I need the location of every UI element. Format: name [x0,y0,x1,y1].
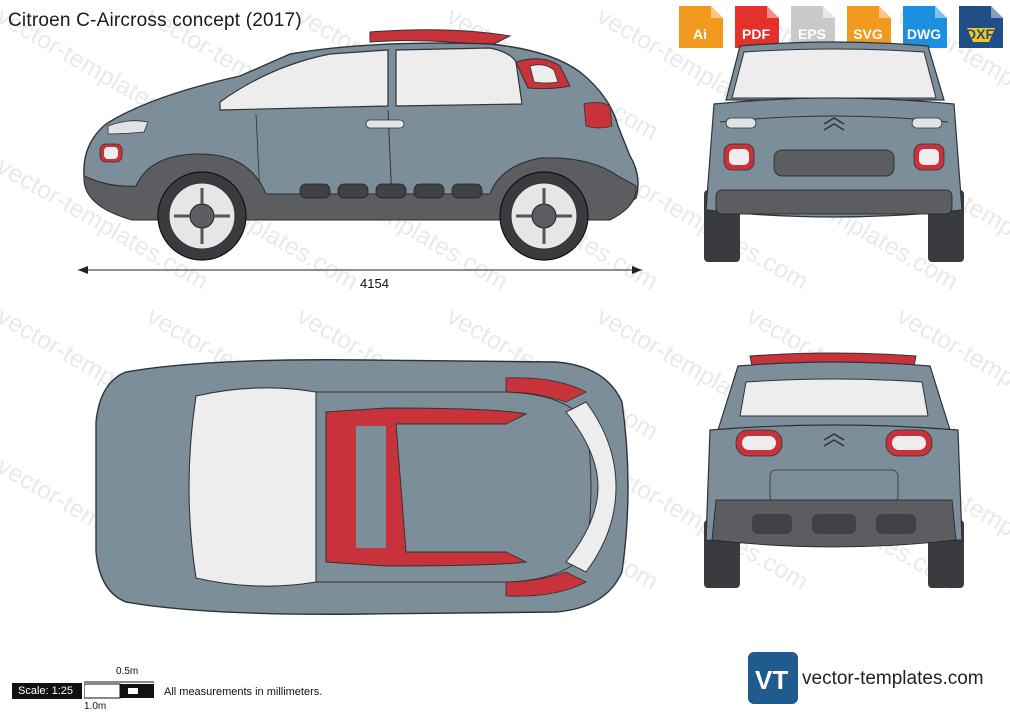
side-view-drawing [78,29,642,274]
length-dimension: 4154 [360,276,389,291]
page-title: Citroen C-Aircross concept (2017) [8,10,302,31]
file-icon [903,6,947,48]
scale-label: Scale: 1:25 [12,683,82,699]
format-dwg-button[interactable]: DWG [897,4,951,50]
file-icon [959,6,1003,48]
front-view-drawing [704,41,964,262]
format-buttons: Ai PDF EPS SVG DWG DXF [673,4,1007,50]
file-icon [847,6,891,48]
vt-logo-icon: VT [748,652,798,704]
file-icon [679,6,723,48]
format-eps-button[interactable]: EPS [785,4,839,50]
rear-view-drawing [704,352,964,588]
scale-half-meter: 0.5m [116,666,139,677]
format-pdf-button[interactable]: PDF [729,4,783,50]
brand-footer[interactable]: VT vector-templates.com [748,652,984,709]
scale-one-meter: 1.0m [84,701,107,712]
top-view-drawing [95,359,629,615]
format-dxf-button[interactable]: DXF [953,4,1007,50]
measurements-note: All measurements in millimeters. [164,686,323,698]
format-ai-button[interactable]: Ai [673,4,727,50]
brand-name: vector-templates.com [802,668,984,689]
svg-text:VT: VT [755,665,788,695]
scale-ruler [84,681,154,699]
format-svg-button[interactable]: SVG [841,4,895,50]
file-icon [791,6,835,48]
file-icon [735,6,779,48]
